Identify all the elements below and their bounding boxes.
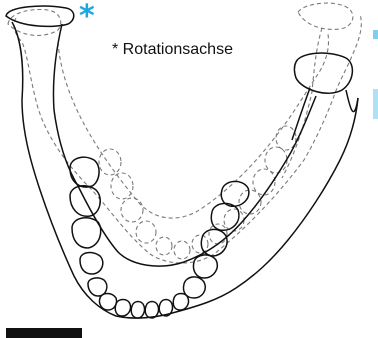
tooth-r6 xyxy=(221,181,249,206)
rotation-axis-legend: * Rotationsachse xyxy=(112,41,233,59)
rotated-right-condyle xyxy=(298,3,353,29)
tooth-l7 xyxy=(115,300,130,317)
rotated-inner-contour xyxy=(58,34,329,218)
right-ramus xyxy=(292,88,358,140)
tooth-l8 xyxy=(131,302,144,319)
scale-bar xyxy=(6,328,82,338)
tooth-l6 xyxy=(99,294,116,311)
tooth-r2 xyxy=(183,277,205,298)
tooth-r5 xyxy=(211,203,239,230)
edge-color-mark xyxy=(373,30,378,178)
tooth-c2 xyxy=(159,300,172,317)
right-condyle xyxy=(295,53,353,93)
rotation-axis-marker: * xyxy=(79,2,95,32)
left-ramus-inner xyxy=(53,24,316,266)
rotated-right-ramus xyxy=(282,28,322,178)
tooth-l4 xyxy=(80,253,103,274)
tooth-c1 xyxy=(145,302,158,319)
left-ramus-outer xyxy=(12,22,358,318)
tooth-l3 xyxy=(72,218,101,248)
